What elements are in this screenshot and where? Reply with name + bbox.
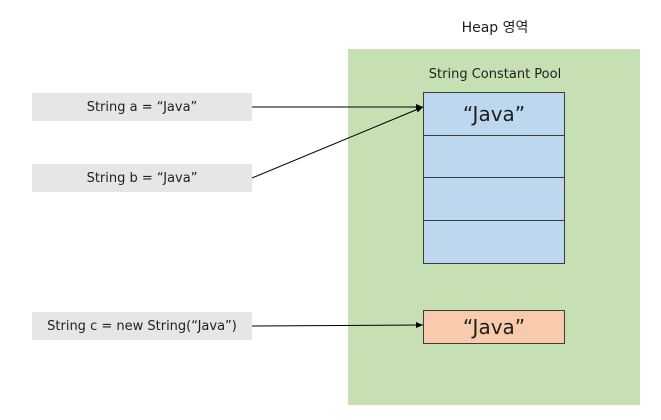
pool-cell-0: “Java” <box>424 93 564 136</box>
variable-a: String a = “Java” <box>32 93 252 121</box>
pool-cell-2 <box>424 178 564 221</box>
string-constant-pool: “Java” <box>423 92 565 264</box>
heap-title: Heap 영역 <box>461 20 529 36</box>
variable-b: String b = “Java” <box>32 164 252 192</box>
variable-c: String c = new String(“Java”) <box>32 312 252 340</box>
new-string-object: “Java” <box>423 310 565 344</box>
pool-cell-1 <box>424 135 564 178</box>
pool-cell-3 <box>424 220 564 263</box>
pool-title: String Constant Pool <box>428 67 562 82</box>
